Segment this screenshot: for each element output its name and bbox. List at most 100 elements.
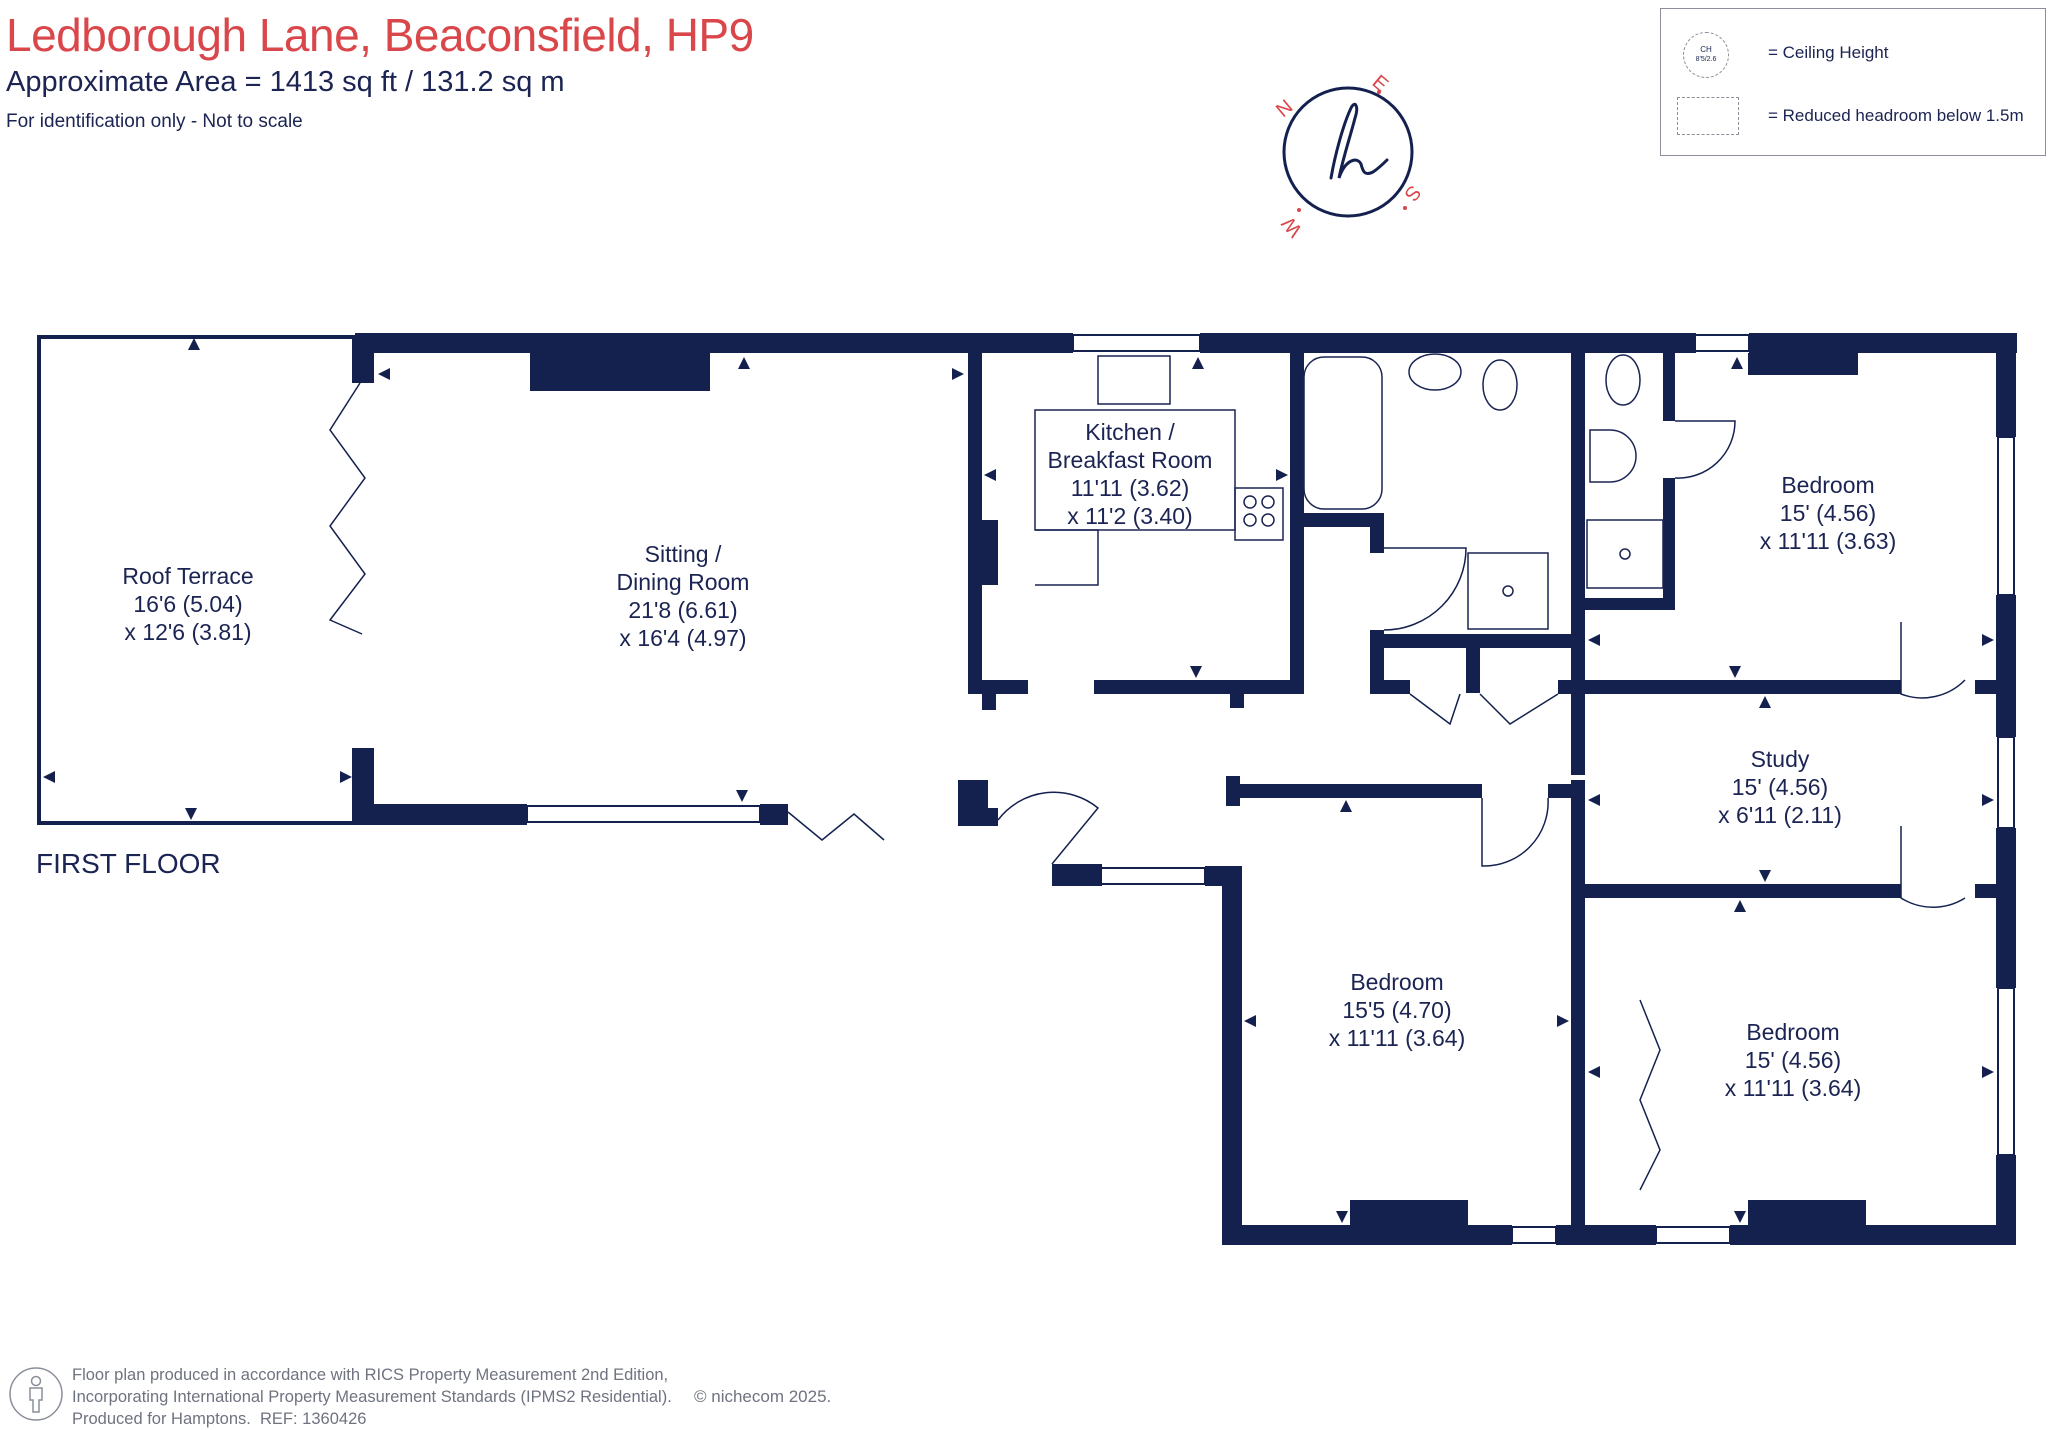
room-dimension: x 11'11 (3.64)	[1328, 1025, 1466, 1051]
footer-note: Floor plan produced in accordance with R…	[72, 1364, 831, 1430]
dimension-arrow	[1759, 870, 1771, 882]
room-roof-terrace: Roof Terrace 16'6 (5.04) x 12'6 (3.81)	[122, 562, 253, 646]
room-dimension: 15' (4.56)	[1779, 500, 1877, 526]
hob-ring-icon	[1261, 513, 1275, 527]
toilet-icon	[1482, 359, 1518, 411]
room-dimension: x 11'11 (3.63)	[1759, 528, 1897, 554]
room-dimension: x 11'11 (3.64)	[1724, 1075, 1862, 1101]
room-sitting-dining: Sitting / Dining Room 21'8 (6.61) x 16'4…	[617, 540, 750, 652]
door-swing	[997, 791, 1100, 865]
dimension-arrow	[1759, 696, 1771, 708]
wall	[968, 680, 1028, 694]
kitchen-worktop	[1034, 409, 1236, 531]
shower-drain-icon	[1619, 548, 1631, 560]
floor-label: FIRST FLOOR	[36, 848, 221, 879]
wall	[37, 335, 41, 825]
dimension-arrow	[952, 368, 964, 380]
dimension-arrow	[736, 790, 748, 802]
window	[1689, 334, 1750, 352]
dimension-arrow	[1276, 469, 1288, 481]
dimension-arrow	[1588, 794, 1600, 806]
chimney	[1350, 1200, 1468, 1225]
wall	[1975, 680, 2016, 694]
wall	[968, 520, 998, 585]
bifold-door	[787, 811, 885, 841]
room-dimension: 16'6 (5.04)	[133, 591, 243, 617]
wall	[1205, 866, 1240, 886]
window	[1099, 867, 1206, 885]
dimension-arrow	[1982, 634, 1994, 646]
dimension-arrow	[1729, 666, 1741, 678]
footer-line1: Floor plan produced in accordance with R…	[72, 1366, 669, 1384]
room-dimension: 11'11 (3.62)	[1070, 475, 1190, 501]
wall	[1094, 680, 1297, 694]
wall	[1445, 333, 1690, 353]
toilet-icon	[1605, 354, 1641, 406]
compass-icon: N E S W	[1272, 71, 1425, 241]
wall	[1996, 333, 2016, 437]
room-name: Bedroom	[1781, 472, 1875, 498]
wall	[37, 821, 355, 825]
wall	[1571, 680, 1585, 775]
dimension-arrow	[188, 338, 200, 350]
footer-produced-for: Produced for Hamptons.	[72, 1410, 251, 1428]
room-kitchen: Kitchen / Breakfast Room 11'11 (3.62) x …	[1048, 418, 1213, 530]
dimension-arrow	[1244, 1015, 1256, 1027]
room-bedroom-2: Bedroom 15'5 (4.70) x 11'11 (3.64)	[1329, 968, 1466, 1052]
compass-dot	[1403, 206, 1407, 210]
room-dimension: x 6'11 (2.11)	[1718, 802, 1842, 828]
reduced-headroom-label: = Reduced headroom below 1.5m	[1768, 106, 2024, 125]
dimension-arrow	[185, 808, 197, 820]
dimension-arrow	[43, 771, 55, 783]
wall	[1663, 353, 1675, 421]
room-name: Sitting /	[644, 541, 722, 567]
wall	[1548, 784, 1585, 798]
dimension-arrow	[1190, 666, 1202, 678]
room-dimension: x 11'2 (3.40)	[1067, 503, 1193, 529]
wall	[352, 804, 527, 825]
logo-h-icon	[1329, 102, 1389, 180]
room-dimension: 15' (4.56)	[1731, 774, 1829, 800]
bifold-doors	[328, 382, 1661, 1191]
ceiling-height-symbol: CH 8'5/2.6	[1683, 32, 1729, 78]
wall	[1556, 1225, 1656, 1245]
door-swing	[1674, 420, 1736, 479]
wall	[355, 333, 1073, 353]
room-name: Breakfast Room	[1047, 447, 1213, 473]
wall	[1749, 333, 2017, 353]
wall	[1996, 828, 2016, 988]
wall	[1226, 784, 1482, 798]
wall	[1222, 866, 1242, 1191]
wall	[982, 680, 994, 710]
wall	[1222, 1225, 1512, 1245]
window	[1997, 736, 2015, 829]
room-study: Study 15' (4.56) x 6'11 (2.11)	[1718, 745, 1842, 829]
room-name: Roof Terrace	[122, 563, 254, 589]
reduced-headroom-symbol	[1677, 97, 1739, 135]
window	[1997, 436, 2015, 596]
ceiling-height-label: = Ceiling Height	[1768, 43, 1889, 62]
wall	[1370, 634, 1585, 648]
bifold-door	[328, 382, 366, 635]
hob-ring-icon	[1261, 495, 1275, 509]
kitchen-peninsula	[1035, 529, 1099, 586]
hob-ring-icon	[1243, 495, 1257, 509]
window	[1511, 1226, 1557, 1244]
window	[1997, 987, 2015, 1156]
ceiling-symbol-line1: CH	[1700, 45, 1712, 54]
dimension-arrow	[1588, 634, 1600, 646]
room-name: Bedroom	[1746, 1019, 1840, 1045]
room-dimension: x 12'6 (3.81)	[124, 619, 252, 645]
door-swing	[1383, 547, 1467, 631]
dimension-arrow	[1192, 357, 1204, 369]
room-dimension: x 16'4 (4.97)	[619, 625, 747, 651]
window	[1344, 334, 1446, 352]
window	[1655, 1226, 1731, 1244]
windows	[526, 334, 2015, 1244]
bath-icon	[1303, 356, 1383, 510]
dimension-arrow	[984, 469, 996, 481]
ceiling-symbol-line2: 8'5/2.6	[1695, 56, 1717, 63]
wall	[1571, 353, 1585, 693]
